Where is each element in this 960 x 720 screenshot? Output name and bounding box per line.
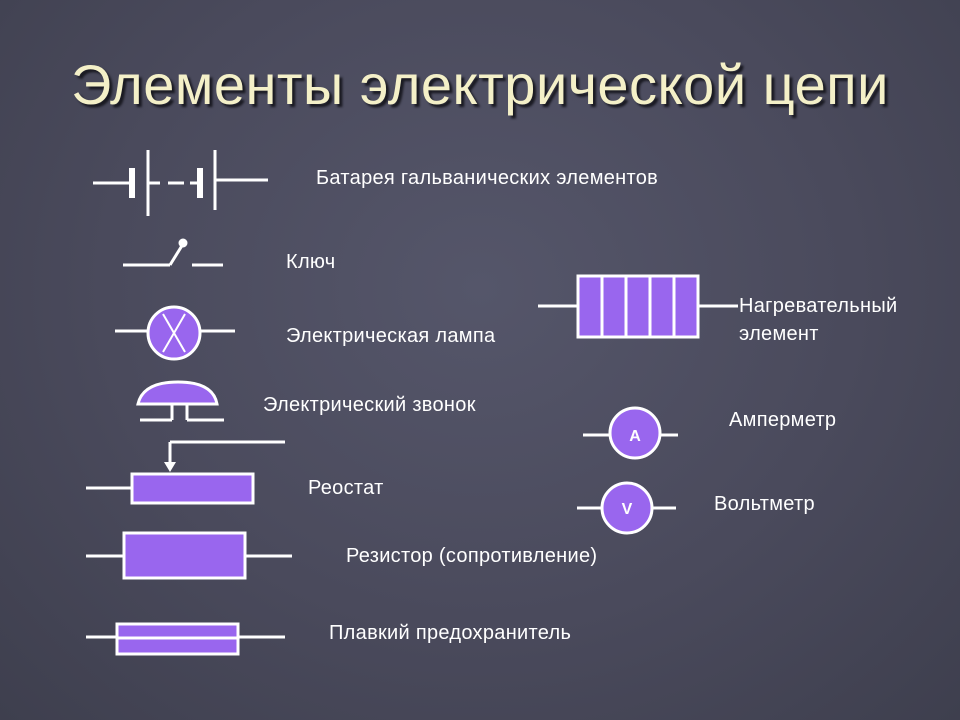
ammeter-symbol-icon [583,406,678,460]
label-rheostat: Реостат [308,477,384,499]
label-bell: Электрический звонок [263,394,476,416]
label-voltmeter: Вольтметр [714,493,815,515]
lamp-symbol-icon [115,305,235,361]
label-resistor: Резистор (сопротивление) [346,545,598,567]
label-fuse: Плавкий предохранитель [329,622,572,644]
heater-symbol-icon [538,274,738,339]
battery-symbol-icon [93,150,268,216]
label-battery: Батарея гальванических элементов [316,167,659,189]
label-heater-line2: элемент [739,323,819,345]
slide-title: Элементы электрической цепи [71,53,889,116]
fuse-symbol-icon [86,622,285,656]
resistor-symbol-icon [86,531,292,580]
label-heater-line1: Нагревательный [739,295,898,317]
label-ammeter: Амперметр [729,409,837,431]
voltmeter-letter: V [622,501,633,518]
rheostat-symbol-icon [86,440,285,505]
label-key: Ключ [286,251,336,273]
bell-symbol-icon [136,380,224,422]
voltmeter-symbol-icon [577,481,676,535]
label-lamp: Электрическая лампа [286,325,496,347]
switch-symbol-icon [123,238,223,267]
ammeter-letter: A [629,428,641,445]
